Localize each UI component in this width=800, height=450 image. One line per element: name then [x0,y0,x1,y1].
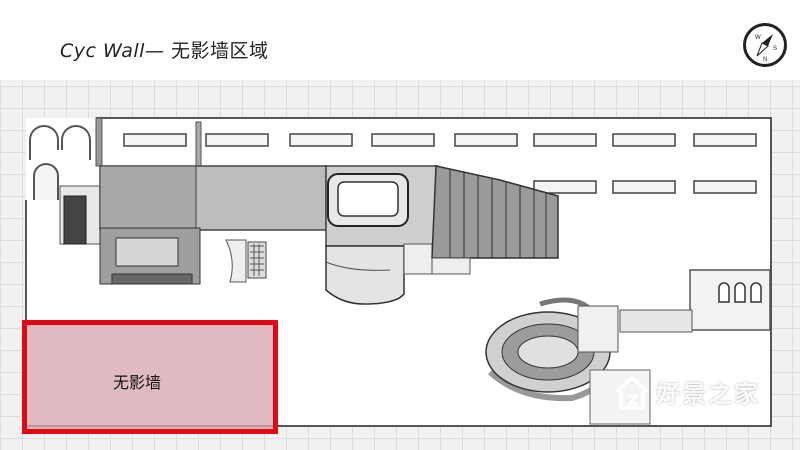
lower-box-base [111,273,193,285]
floor-plan-drawing [25,117,772,427]
page-title: Cyc Wall— 无影墙区域 [60,36,269,63]
arched-window [718,282,730,303]
compass-north-label: W [755,35,761,41]
window [693,180,757,194]
cyc-wall-area: 无影墙 [22,320,278,434]
lower-box-screen [115,237,179,267]
cyc-wall-label: 无影墙 [113,373,162,392]
tower-base [325,245,405,305]
tower-annex [403,243,433,275]
watermark: 好景之家 [612,370,782,420]
compass-icon: W S N [743,23,787,67]
stair-steps [449,169,547,258]
vent-grid-lines [250,244,264,276]
curved-wall [225,239,247,283]
window [533,180,597,194]
window [205,133,269,147]
window [371,133,435,147]
right-ledge [619,309,693,333]
arched-window [734,282,746,303]
window [612,180,676,194]
compass-east-label: S [773,46,777,52]
floor-plan: 无影墙 好景之家 [0,80,800,450]
arched-window [750,282,762,303]
column [195,121,202,167]
watermark-brand: 好景之家 [656,380,760,408]
window [533,133,597,147]
arch-top [29,125,59,160]
arched-windows [718,282,762,303]
compass-south-label: N [763,57,767,63]
page-title-latin: Cyc Wall— [60,40,165,62]
page-title-chinese: 无影墙区域 [171,40,269,62]
header: Cyc Wall— 无影墙区域 W S N [0,0,800,80]
cylinder-equipment [63,195,87,245]
tower-base-line [325,261,391,271]
house-icon [614,375,650,410]
column [95,117,103,167]
arch-door [33,163,59,200]
main-block-left [99,165,197,231]
window [123,133,187,147]
window [289,133,353,147]
vent-grid [247,241,267,279]
window [693,133,757,147]
top-windows [123,133,757,194]
arch-top-2 [61,125,91,160]
window [454,133,518,147]
tower-opening-inner [337,181,399,217]
stair-landing [431,257,471,275]
window [612,133,676,147]
watermark-sub [660,406,663,413]
